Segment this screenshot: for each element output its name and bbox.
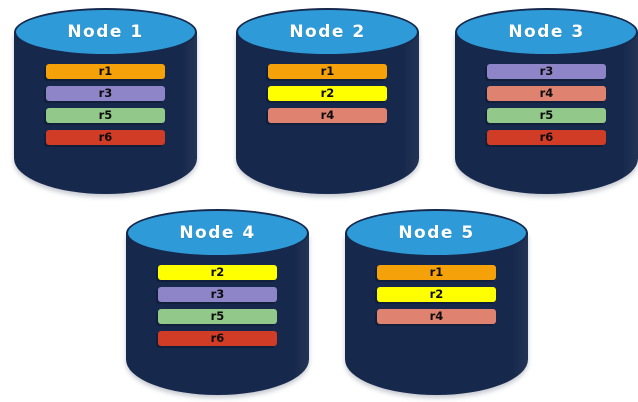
replica-bar[interactable]: r6 [487, 130, 606, 145]
replica-label: r6 [98, 129, 113, 144]
replica-label: r4 [539, 85, 554, 100]
node-label: Node 2 [289, 22, 366, 42]
node-label: Node 4 [179, 223, 256, 243]
cylinder-top-ellipse: Node 1 [14, 8, 197, 56]
replica-label: r5 [539, 107, 554, 122]
replica-label: r6 [539, 129, 554, 144]
replica-bar[interactable]: r1 [377, 265, 496, 280]
replica-label: r5 [210, 308, 225, 323]
replica-bar[interactable]: r2 [268, 86, 387, 101]
replica-bar[interactable]: r4 [487, 86, 606, 101]
replica-bar[interactable]: r1 [268, 64, 387, 79]
replica-bar[interactable]: r2 [158, 265, 277, 280]
node-cylinder[interactable]: Node 2 r1 r2 r4 [236, 8, 419, 194]
replica-label: r5 [98, 107, 113, 122]
cylinder-top-ellipse: Node 4 [126, 209, 309, 257]
replica-stack: r1 r2 r4 [377, 265, 496, 324]
replica-label: r4 [429, 308, 444, 323]
replica-label: r2 [429, 286, 444, 301]
replica-label: r3 [210, 286, 225, 301]
replica-stack: r1 r2 r4 [268, 64, 387, 123]
replica-bar[interactable]: r4 [268, 108, 387, 123]
cylinder-top-ellipse: Node 3 [455, 8, 638, 56]
replica-bar[interactable]: r6 [46, 130, 165, 145]
cylinder-body [14, 32, 197, 194]
node-cylinder[interactable]: Node 5 r1 r2 r4 [345, 209, 528, 395]
replica-label: r1 [98, 63, 113, 78]
replica-stack: r2 r3 r5 r6 [158, 265, 277, 346]
replica-stack: r1 r3 r5 r6 [46, 64, 165, 145]
replica-bar[interactable]: r5 [46, 108, 165, 123]
replica-bar[interactable]: r5 [158, 309, 277, 324]
replica-bar[interactable]: r3 [158, 287, 277, 302]
replica-bar[interactable]: r3 [46, 86, 165, 101]
replica-bar[interactable]: r2 [377, 287, 496, 302]
node-label: Node 3 [508, 22, 585, 42]
node-cylinder[interactable]: Node 1 r1 r3 r5 r6 [14, 8, 197, 194]
replica-stack: r3 r4 r5 r6 [487, 64, 606, 145]
replica-bar[interactable]: r4 [377, 309, 496, 324]
replica-label: r1 [320, 63, 335, 78]
replica-bar[interactable]: r3 [487, 64, 606, 79]
replica-label: r4 [320, 107, 335, 122]
replica-label: r2 [320, 85, 335, 100]
cylinder-top-ellipse: Node 2 [236, 8, 419, 56]
replica-label: r6 [210, 330, 225, 345]
cylinder-top-ellipse: Node 5 [345, 209, 528, 257]
node-label: Node 1 [67, 22, 144, 42]
replica-label: r3 [98, 85, 113, 100]
replica-label: r1 [429, 264, 444, 279]
replica-bar[interactable]: r1 [46, 64, 165, 79]
node-label: Node 5 [398, 223, 475, 243]
cylinder-body [455, 32, 638, 194]
replica-bar[interactable]: r6 [158, 331, 277, 346]
replica-label: r3 [539, 63, 554, 78]
replica-bar[interactable]: r5 [487, 108, 606, 123]
node-cylinder[interactable]: Node 3 r3 r4 r5 r6 [455, 8, 638, 194]
replica-label: r2 [210, 264, 225, 279]
node-cylinder[interactable]: Node 4 r2 r3 r5 r6 [126, 209, 309, 395]
